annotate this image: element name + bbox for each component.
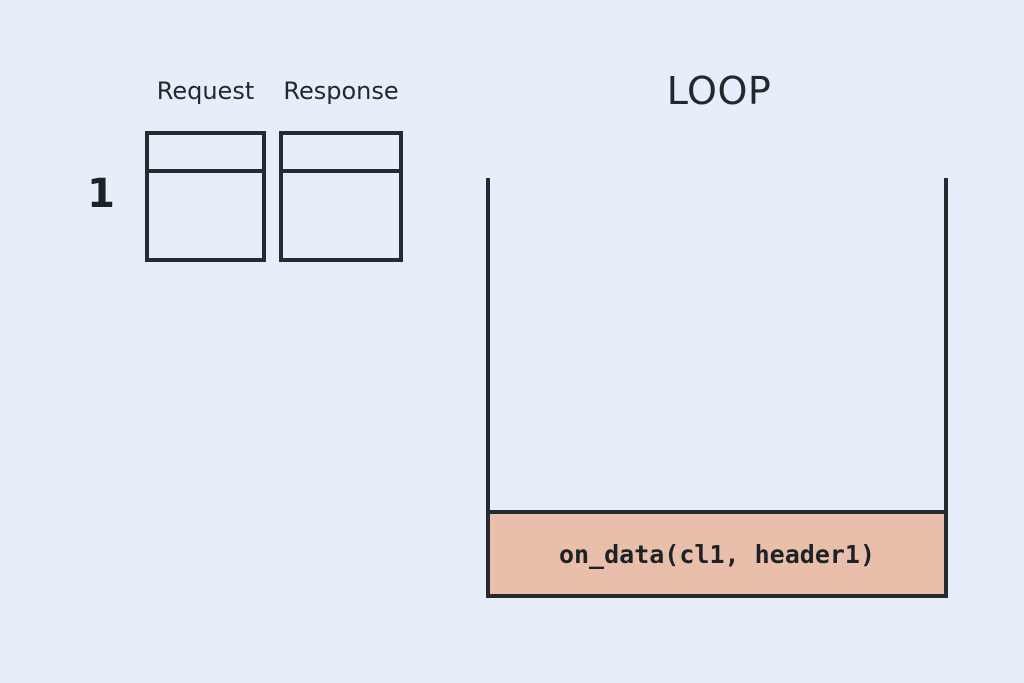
response-box-body-cell [283,173,399,258]
loop-bracket-left-line [486,178,490,512]
activation-bar: on_data(cl1, header1) [486,510,948,598]
request-box-body-cell [149,173,262,258]
loop-bracket-right-line [944,178,948,512]
column-header-response: Response [283,77,399,105]
activation-bar-label: on_data(cl1, header1) [558,539,876,569]
column-header-request: Request [156,77,255,105]
request-box-header-cell [149,135,262,173]
response-box-header-cell [283,135,399,173]
row-index-label: 1 [87,171,115,217]
loop-title: LOOP [666,69,772,113]
request-message-box [145,131,266,262]
response-message-box [279,131,403,262]
